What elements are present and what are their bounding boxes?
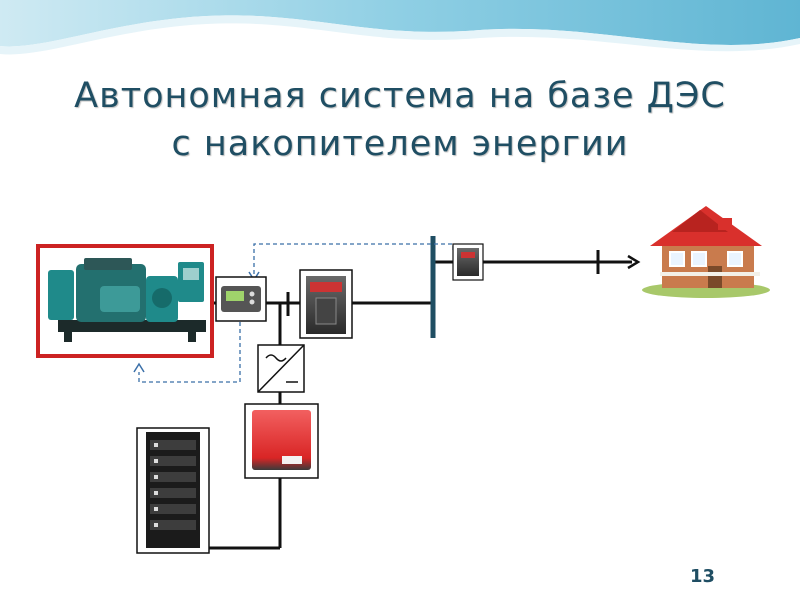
circuit-breaker-icon — [299, 269, 353, 339]
battery-rack-icon — [136, 427, 210, 554]
page-number: 13 — [690, 566, 716, 587]
generator-image — [36, 244, 214, 358]
house-icon — [642, 206, 770, 298]
slide-title-line-2: с накопителем энергии — [171, 124, 629, 164]
slide-title-line-1: Автономная система на базе ДЭС — [74, 76, 726, 116]
inverter-icon — [244, 403, 319, 479]
fuse-switch-icon — [452, 243, 484, 281]
rectifier-icon — [257, 344, 305, 393]
header-wave — [0, 0, 800, 55]
controller-icon — [215, 276, 267, 322]
wiring — [209, 260, 632, 550]
arrow-up-icon — [133, 362, 145, 373]
arrow-right-icon — [627, 254, 641, 270]
